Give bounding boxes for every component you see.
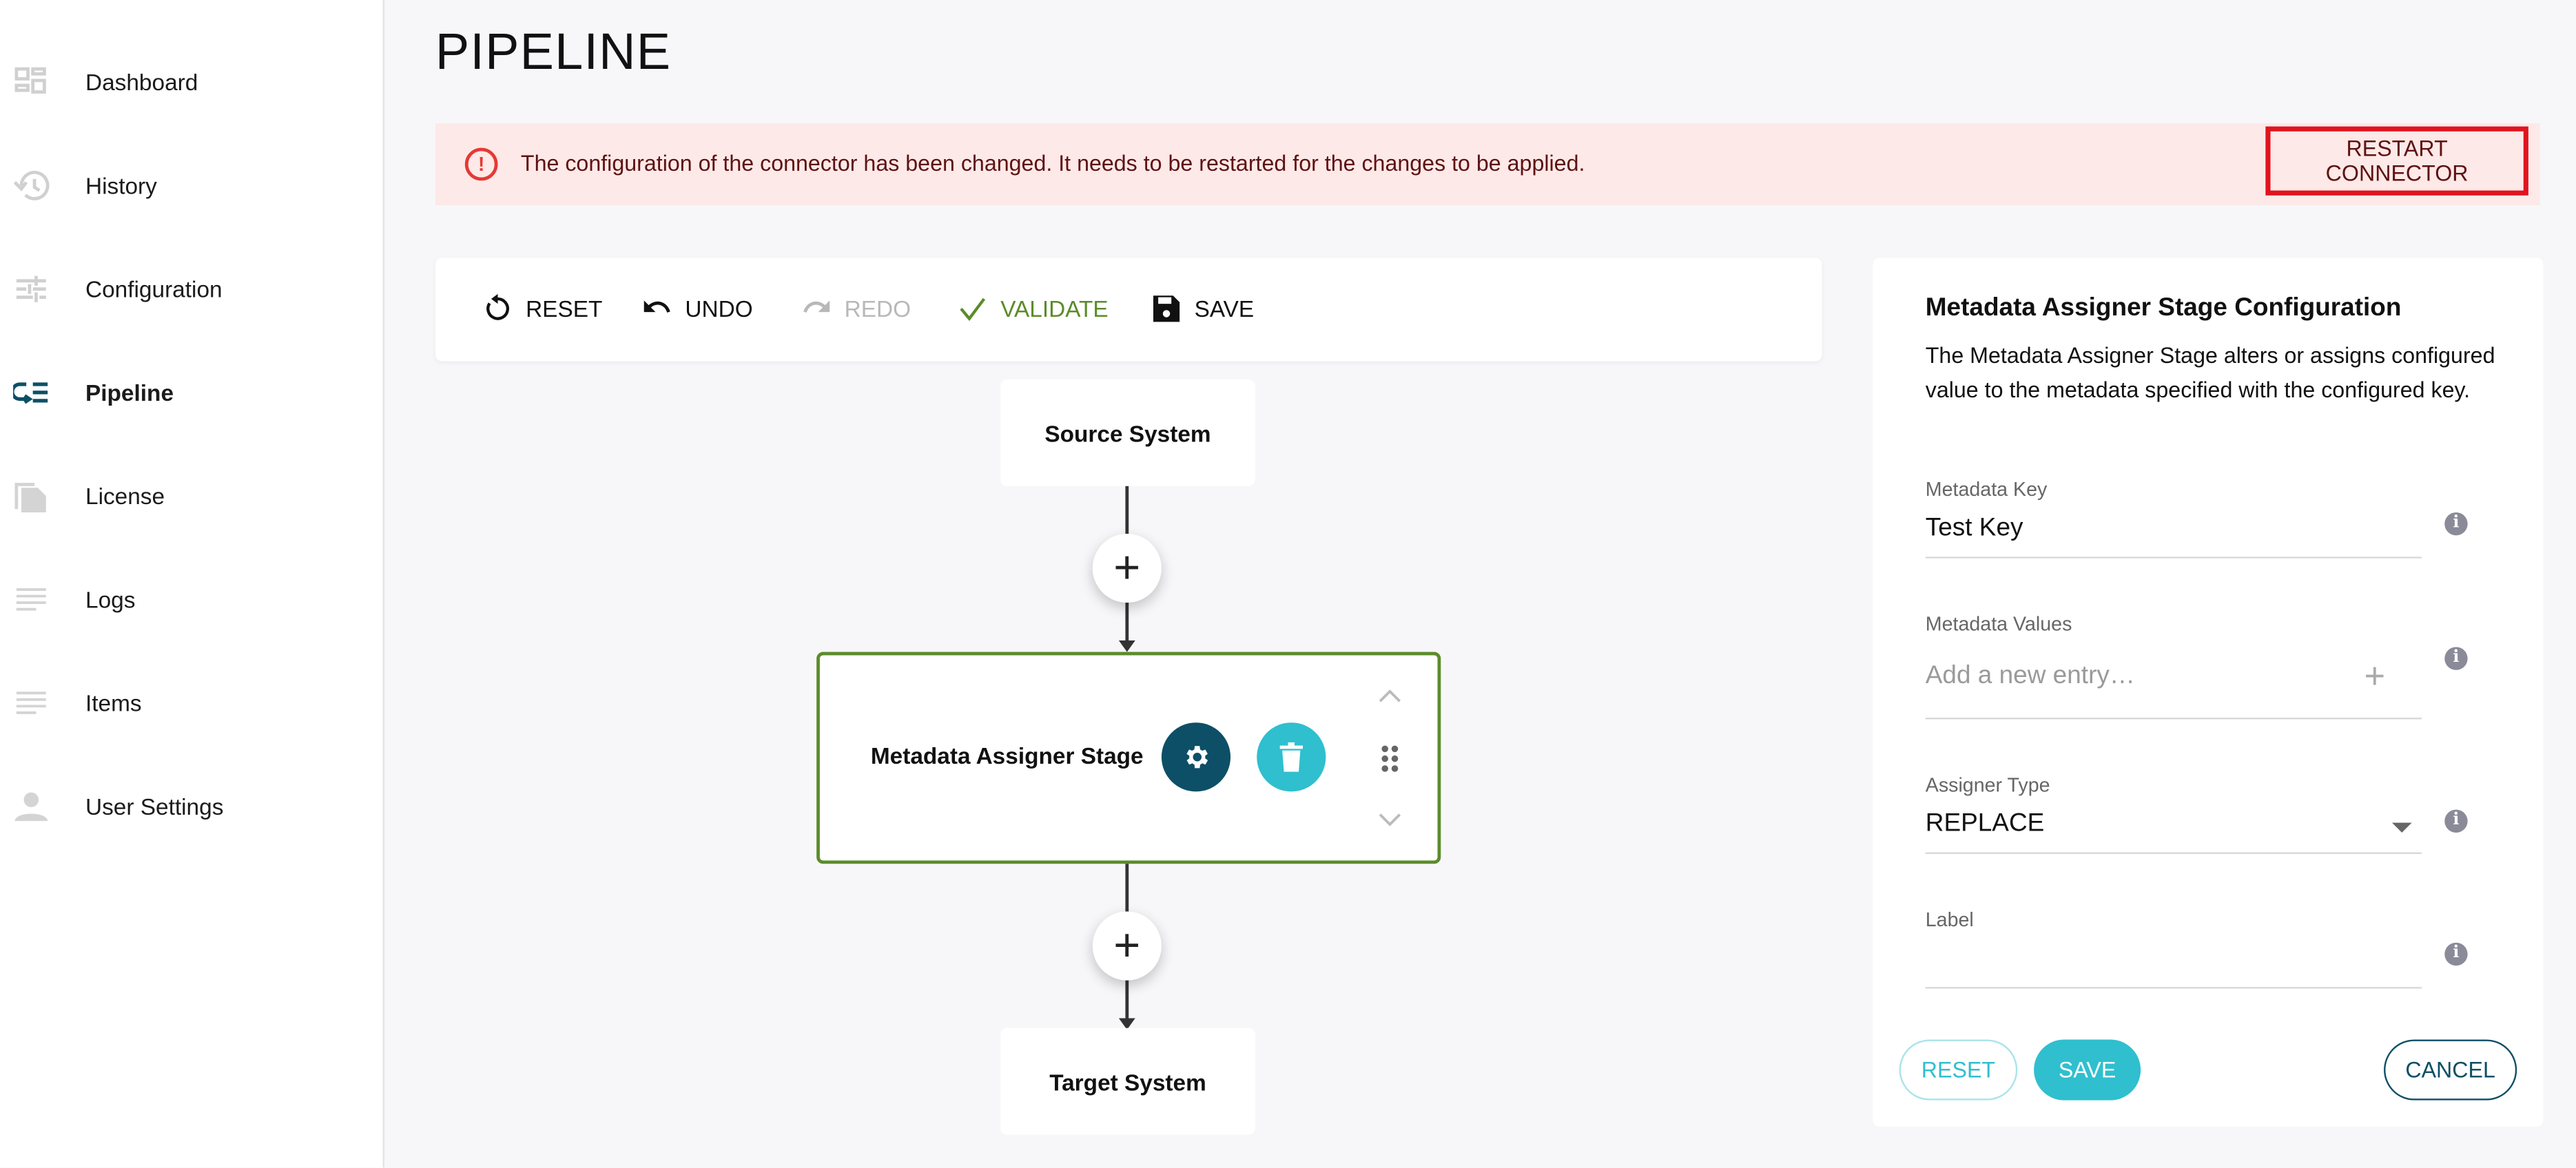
target-system-node[interactable]: Target System	[1000, 1028, 1255, 1135]
info-icon[interactable]: i	[2444, 942, 2468, 966]
history-icon	[13, 167, 50, 203]
sidebar-item-history[interactable]: History	[0, 153, 383, 218]
stage-config-panel: Metadata Assigner Stage Configuration Th…	[1873, 258, 2544, 1127]
metadata-values-input[interactable]: Add a new entry…	[1925, 661, 2135, 690]
field-underline	[1925, 556, 2422, 559]
reset-icon	[486, 293, 509, 320]
sidebar-item-dashboard[interactable]: Dashboard	[0, 50, 383, 115]
field-underline	[1925, 987, 2422, 989]
label-input[interactable]	[1926, 944, 2418, 977]
redo-button[interactable]: REDO	[802, 291, 911, 326]
sidebar-item-configuration[interactable]: Configuration	[0, 256, 383, 322]
assigner-type-select[interactable]: REPLACE	[1925, 809, 2045, 838]
add-entry-icon[interactable]: +	[2364, 655, 2386, 697]
redo-label: REDO	[844, 295, 911, 322]
logs-icon	[13, 581, 49, 617]
alert-message: The configuration of the connector has b…	[520, 151, 1585, 176]
move-up-icon[interactable]	[1379, 688, 1401, 705]
reset-label: RESET	[526, 295, 603, 322]
undo-button[interactable]: UNDO	[642, 291, 753, 326]
page-title: PIPELINE	[435, 23, 672, 81]
assigner-type-label: Assigner Type	[1925, 773, 2050, 797]
gear-icon	[1186, 746, 1208, 769]
dropdown-arrow-icon[interactable]	[2391, 822, 2412, 833]
panel-title: Metadata Assigner Stage Configuration	[1925, 293, 2402, 322]
sidebar-item-license[interactable]: License	[0, 463, 383, 528]
error-icon: !	[464, 147, 498, 181]
info-icon[interactable]: i	[2444, 647, 2468, 670]
add-stage-button[interactable]: +	[1092, 911, 1162, 981]
panel-reset-button[interactable]: RESET	[1899, 1039, 2018, 1101]
add-stage-button[interactable]: +	[1092, 533, 1162, 603]
metadata-values-label: Metadata Values	[1925, 612, 2072, 636]
items-icon	[13, 685, 49, 720]
user-icon	[13, 789, 49, 824]
sidebar-item-label: Pipeline	[85, 379, 174, 406]
sidebar-item-items[interactable]: Items	[0, 670, 383, 736]
sidebar-item-label: Logs	[85, 586, 136, 613]
sidebar-item-user-settings[interactable]: User Settings	[0, 773, 383, 839]
arrow-down-icon	[1118, 1018, 1135, 1030]
source-system-node[interactable]: Source System	[1000, 379, 1255, 486]
undo-icon	[643, 300, 670, 313]
info-icon[interactable]: i	[2444, 512, 2468, 536]
label-field-label: Label	[1925, 908, 1974, 932]
delete-stage-button[interactable]	[1257, 722, 1326, 792]
panel-save-button[interactable]: SAVE	[2034, 1039, 2141, 1101]
check-icon	[960, 298, 986, 322]
stage-name: Metadata Assigner Stage	[870, 742, 1144, 769]
arrow-down-icon	[1118, 640, 1135, 652]
drag-handle-icon[interactable]	[1380, 744, 1400, 773]
info-icon[interactable]: i	[2444, 809, 2468, 833]
sidebar-item-label: Items	[85, 689, 142, 716]
license-icon	[13, 478, 49, 514]
panel-cancel-button[interactable]: CANCEL	[2384, 1039, 2517, 1101]
undo-label: UNDO	[685, 295, 753, 322]
sidebar-item-label: Configuration	[85, 275, 223, 302]
field-underline	[1925, 852, 2422, 854]
stage-node[interactable]: Metadata Assigner Stage	[816, 651, 1441, 864]
sidebar-item-label: History	[85, 172, 157, 199]
validate-label: VALIDATE	[1000, 295, 1109, 322]
sidebar-item-label: License	[85, 483, 165, 510]
restart-alert: ! The configuration of the connector has…	[435, 123, 2540, 206]
move-down-icon[interactable]	[1379, 811, 1401, 828]
metadata-key-input[interactable]: Test Key	[1925, 514, 2023, 542]
dashboard-icon	[13, 64, 49, 100]
restart-connector-button[interactable]: RESTART CONNECTOR	[2265, 126, 2528, 196]
sliders-icon	[13, 271, 49, 306]
sidebar: Dashboard History Configuration Pipeline…	[0, 0, 384, 1168]
save-label: SAVE	[1194, 295, 1255, 322]
save-button[interactable]: SAVE	[1152, 291, 1255, 326]
save-icon	[1153, 295, 1180, 322]
configure-stage-button[interactable]	[1161, 722, 1231, 792]
validate-button[interactable]: VALIDATE	[958, 291, 1109, 326]
sidebar-item-pipeline[interactable]: Pipeline	[0, 359, 383, 425]
pipeline-toolbar: RESET UNDO REDO VALIDATE SAVE	[435, 258, 1822, 362]
redo-icon	[803, 300, 830, 313]
metadata-key-label: Metadata Key	[1925, 477, 2048, 501]
reset-button[interactable]: RESET	[483, 291, 602, 326]
sidebar-item-label: Dashboard	[85, 69, 198, 96]
field-underline	[1925, 718, 2422, 720]
panel-description: The Metadata Assigner Stage alters or as…	[1925, 343, 2495, 403]
sidebar-item-label: User Settings	[85, 793, 224, 820]
pipeline-icon	[13, 375, 49, 410]
trash-icon	[1279, 742, 1303, 772]
sidebar-item-logs[interactable]: Logs	[0, 567, 383, 632]
